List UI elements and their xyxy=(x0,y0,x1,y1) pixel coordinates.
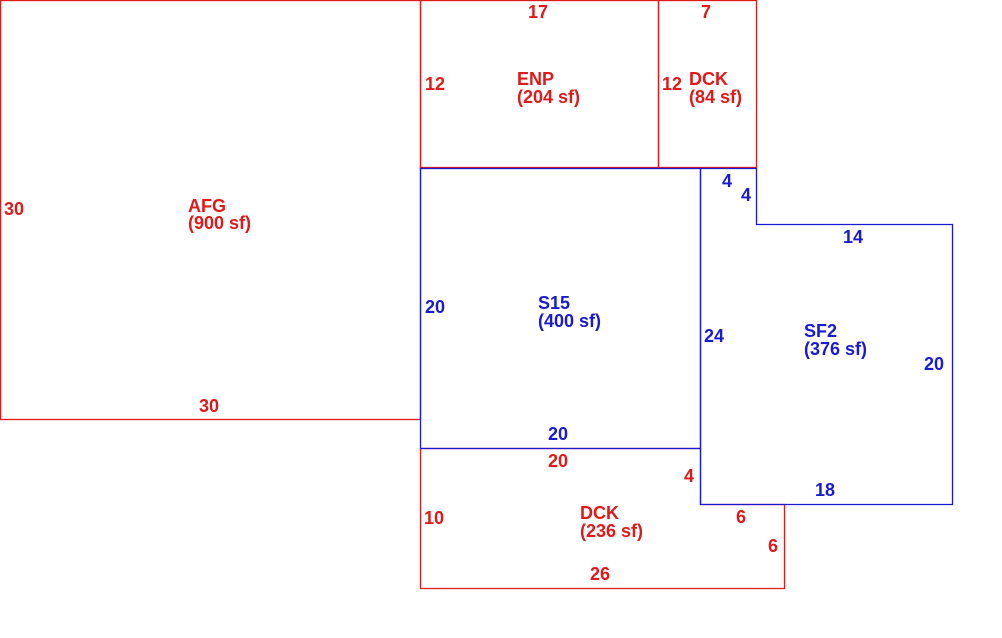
dim-enp-left: 12 xyxy=(425,74,445,94)
sf2-code-label: SF2 xyxy=(804,321,837,341)
dim-dck-bottom-step-v: 6 xyxy=(768,536,778,556)
dim-dck-bottom-notch: 4 xyxy=(684,466,694,486)
dim-afg-left: 30 xyxy=(4,199,24,219)
enp-area-label: (204 sf) xyxy=(517,87,580,107)
sf2-outline xyxy=(699,167,954,506)
s15-area-label: (400 sf) xyxy=(538,311,601,331)
dim-sf2-left: 24 xyxy=(704,326,724,346)
dim-s15-left: 20 xyxy=(425,297,445,317)
sf2-area-label: (376 sf) xyxy=(804,339,867,359)
dim-sf2-top: 14 xyxy=(843,227,863,247)
afg-area-label: (900 sf) xyxy=(188,213,251,233)
blue-outlines xyxy=(419,167,954,506)
s15-code-label: S15 xyxy=(538,293,570,313)
afg-code-label: AFG xyxy=(188,196,226,216)
dimension-labels: 30 30 17 12 7 12 20 20 4 4 14 24 20 18 2… xyxy=(4,2,944,584)
dim-sf2-notch-top: 4 xyxy=(722,171,732,191)
dim-dck-bottom-bottom: 26 xyxy=(590,564,610,584)
dim-dck-bottom-step-h: 6 xyxy=(736,507,746,527)
dim-sf2-right: 20 xyxy=(924,354,944,374)
dck-bottom-code-label: DCK xyxy=(580,503,619,523)
dim-enp-top: 17 xyxy=(528,2,548,22)
dim-dck-bottom-top: 20 xyxy=(548,451,568,471)
dim-sf2-notch-side: 4 xyxy=(741,185,751,205)
dim-dck-top-top: 7 xyxy=(701,2,711,22)
enp-code-label: ENP xyxy=(517,69,554,89)
area-labels: AFG (900 sf) ENP (204 sf) DCK (84 sf) S1… xyxy=(188,69,867,541)
dck-top-code-label: DCK xyxy=(689,69,728,89)
dim-dck-bottom-left: 10 xyxy=(424,508,444,528)
dim-afg-bottom: 30 xyxy=(199,396,219,416)
dck-bottom-area-label: (236 sf) xyxy=(580,521,643,541)
dim-s15-bottom: 20 xyxy=(548,424,568,444)
dim-sf2-bottom: 18 xyxy=(815,480,835,500)
dck-top-area-label: (84 sf) xyxy=(689,87,742,107)
dim-dck-top-left: 12 xyxy=(662,74,682,94)
dck-top-outline xyxy=(657,0,758,169)
